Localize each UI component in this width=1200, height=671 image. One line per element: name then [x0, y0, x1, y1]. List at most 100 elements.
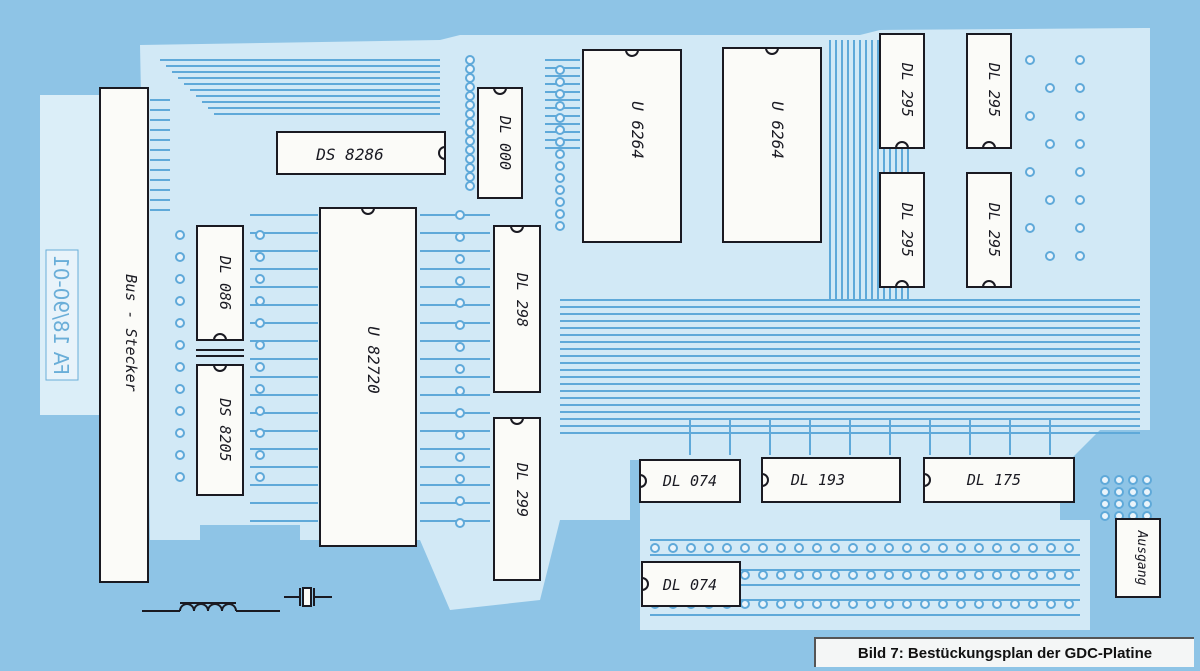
chip-label: DL 299 — [513, 462, 531, 517]
chip-label: DL 298 — [513, 272, 531, 327]
pad — [465, 118, 475, 128]
pad — [175, 296, 185, 306]
pad — [465, 73, 475, 83]
chip-dl295-c: DL 295 — [879, 172, 925, 288]
pad — [776, 599, 786, 609]
pad — [1025, 111, 1035, 121]
pad — [686, 543, 696, 553]
pad — [465, 154, 475, 164]
pad — [776, 570, 786, 580]
figure-caption: Bild 7: Bestückungsplan der GDC-Platine — [814, 637, 1194, 667]
pad — [992, 599, 1002, 609]
chip-dl074-a: DL 074 — [639, 459, 741, 503]
pad — [740, 543, 750, 553]
pad — [175, 230, 185, 240]
pad — [1064, 570, 1074, 580]
pad — [848, 599, 858, 609]
pad — [740, 599, 750, 609]
pad — [255, 274, 265, 284]
pad — [1046, 599, 1056, 609]
pad — [758, 543, 768, 553]
pad — [830, 599, 840, 609]
chip-dl000: DL 000 — [477, 87, 523, 199]
pad — [740, 570, 750, 580]
chip-label: DL 074 — [662, 576, 717, 594]
pad — [902, 599, 912, 609]
pad — [455, 254, 465, 264]
pad — [175, 318, 185, 328]
pad — [704, 543, 714, 553]
pad — [1100, 487, 1110, 497]
inductor — [142, 602, 280, 612]
pad — [1100, 511, 1110, 521]
pad — [812, 570, 822, 580]
chip-ds8286: DS 8286 — [276, 131, 446, 175]
pad — [848, 570, 858, 580]
pad — [884, 543, 894, 553]
pad — [255, 450, 265, 460]
pad — [255, 428, 265, 438]
chip-label: DL 295 — [985, 62, 1003, 117]
pad — [455, 276, 465, 286]
pad — [722, 543, 732, 553]
capacitor-c — [196, 349, 244, 357]
pad — [1025, 167, 1035, 177]
pad — [255, 318, 265, 328]
chip-label: U 6264 — [628, 101, 647, 159]
pad — [1114, 499, 1124, 509]
pad — [555, 101, 565, 111]
pad — [1010, 570, 1020, 580]
chip-dl299: DL 299 — [493, 417, 541, 581]
pad — [1045, 83, 1055, 93]
pad — [555, 137, 565, 147]
pad — [455, 320, 465, 330]
pad — [758, 570, 768, 580]
pad — [1142, 487, 1152, 497]
pad — [1064, 543, 1074, 553]
chip-dl295-d: DL 295 — [966, 172, 1012, 288]
pad — [465, 100, 475, 110]
chip-label: DL 175 — [966, 471, 1021, 489]
pad — [1075, 223, 1085, 233]
pad — [902, 543, 912, 553]
pad — [1075, 195, 1085, 205]
pad — [866, 543, 876, 553]
pad — [255, 472, 265, 482]
pad — [938, 543, 948, 553]
pad — [465, 55, 475, 65]
output-connector-label: Ausgang — [1134, 530, 1149, 586]
pad — [555, 89, 565, 99]
pad — [1128, 475, 1138, 485]
pad — [465, 127, 475, 137]
board-marking: FA 18/90-01 — [45, 249, 79, 381]
pad — [555, 185, 565, 195]
pad — [175, 406, 185, 416]
pad — [465, 163, 475, 173]
chip-label: DL 074 — [662, 472, 717, 490]
chip-label: U 6264 — [768, 101, 787, 159]
pad — [938, 599, 948, 609]
pad — [776, 543, 786, 553]
chip-dl193: DL 193 — [761, 457, 901, 503]
chip-label: DL 193 — [790, 471, 845, 489]
chip-dl175: DL 175 — [923, 457, 1075, 503]
pad — [938, 570, 948, 580]
pad — [255, 406, 265, 416]
pad — [1128, 487, 1138, 497]
pad — [1075, 167, 1085, 177]
pad — [812, 543, 822, 553]
pad — [1045, 139, 1055, 149]
pad — [555, 173, 565, 183]
pad — [255, 230, 265, 240]
pad — [455, 474, 465, 484]
pad — [794, 599, 804, 609]
pad — [555, 77, 565, 87]
chip-label: DL 295 — [985, 202, 1003, 257]
pad — [830, 543, 840, 553]
pad — [1028, 599, 1038, 609]
pad — [974, 599, 984, 609]
chip-label: DS 8205 — [216, 397, 234, 461]
pad — [956, 599, 966, 609]
pad — [848, 543, 858, 553]
